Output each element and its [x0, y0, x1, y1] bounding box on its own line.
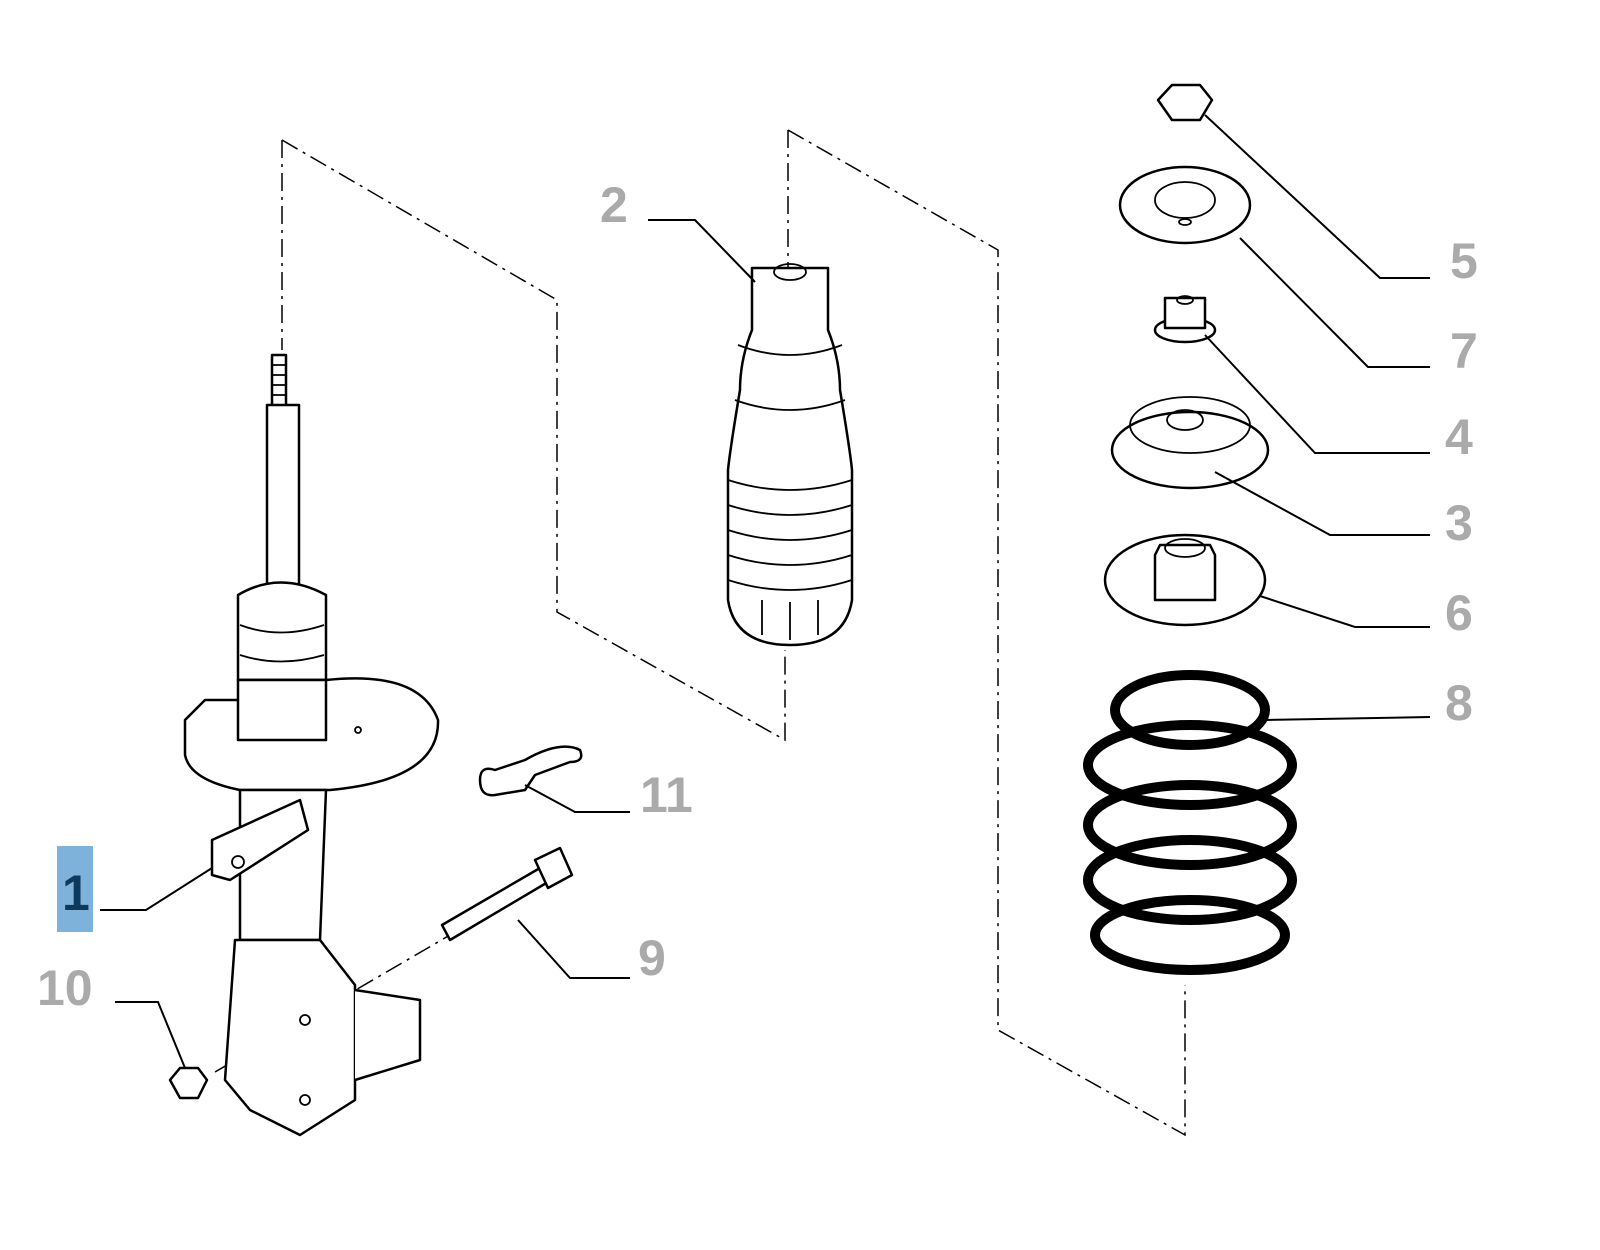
callout-1[interactable]: 1 — [62, 865, 90, 921]
assembly-lines — [214, 129, 1186, 1137]
washer-plate[interactable] — [1118, 165, 1252, 245]
bolt[interactable] — [440, 846, 574, 942]
callout-2[interactable]: 2 — [600, 177, 628, 233]
nut[interactable] — [168, 1066, 209, 1100]
spring-seat[interactable] — [1103, 533, 1267, 627]
callout-6[interactable]: 6 — [1445, 585, 1473, 641]
callout-4[interactable]: 4 — [1445, 409, 1473, 465]
hex-nut[interactable] — [1156, 83, 1214, 122]
top-mount[interactable] — [1110, 396, 1270, 490]
callout-8[interactable]: 8 — [1445, 675, 1473, 731]
strut-assembly[interactable] — [183, 353, 440, 1137]
dust-boot[interactable] — [726, 263, 854, 647]
callout-7[interactable]: 7 — [1450, 323, 1478, 379]
callout-11[interactable]: 11 — [640, 767, 693, 823]
callout-9[interactable]: 9 — [638, 930, 666, 986]
callout-3[interactable]: 3 — [1445, 495, 1473, 551]
highlight-box-1 — [57, 846, 93, 932]
coil-spring[interactable] — [1083, 670, 1297, 975]
clip[interactable] — [478, 745, 583, 797]
leader-lines — [100, 114, 1431, 1069]
flange-nut[interactable] — [1153, 295, 1217, 344]
callout-10[interactable]: 10 — [37, 960, 93, 1016]
callout-5[interactable]: 5 — [1450, 233, 1478, 289]
